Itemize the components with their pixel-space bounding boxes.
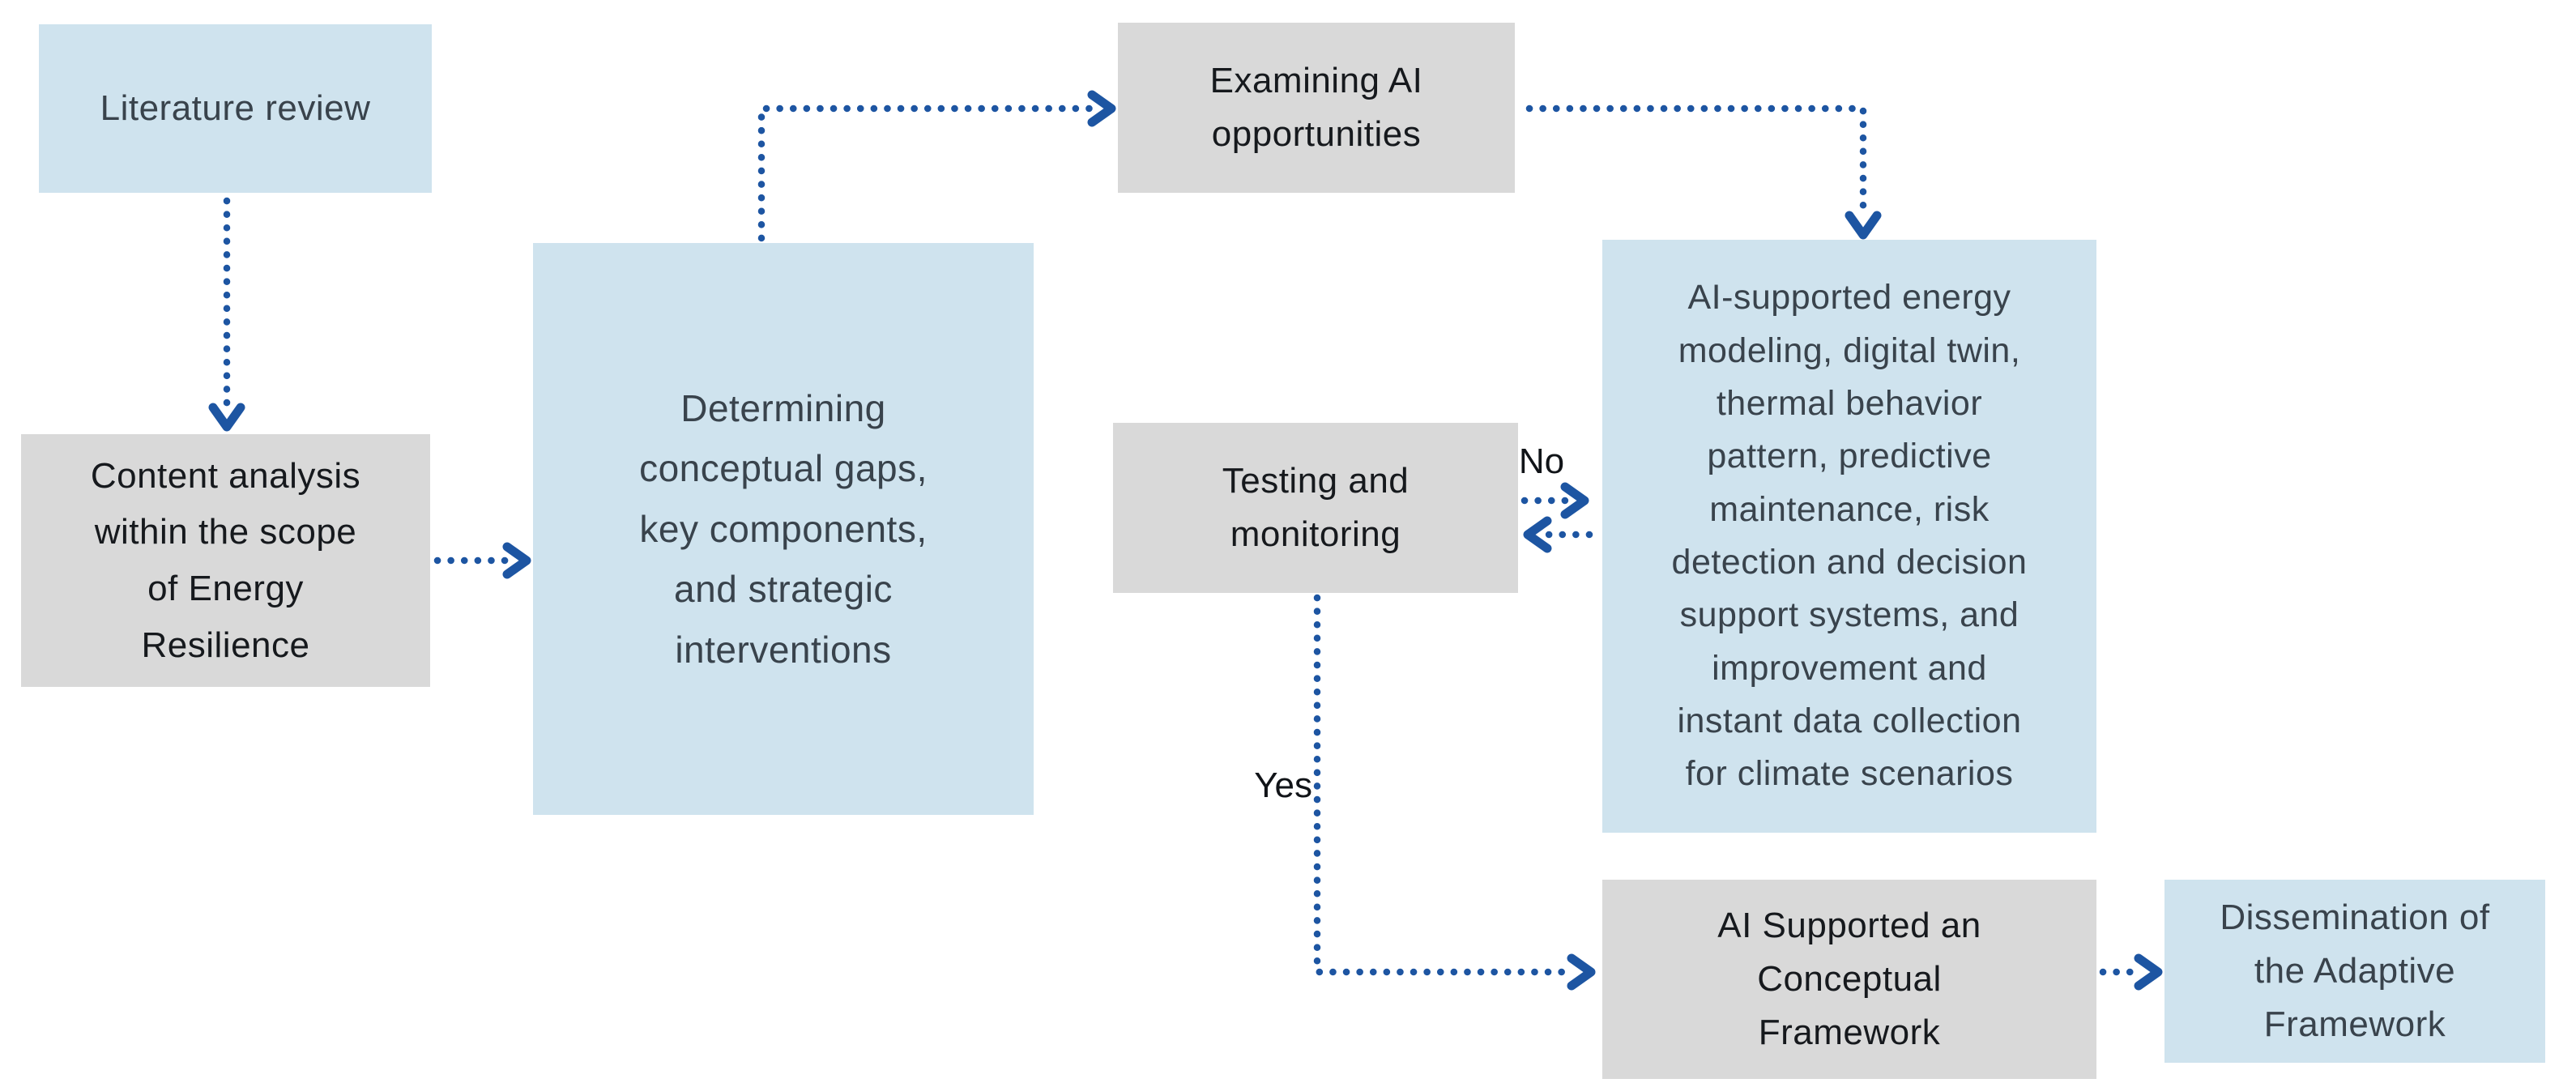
edge-label-yes: Yes [1254,765,1312,805]
node-determining-gaps-label: Determining conceptual gaps, key compone… [639,386,928,671]
arrow-determining-to-examining [757,90,1116,242]
node-ai-conceptual-framework-label: AI Supported an Conceptual Framework [1717,906,1981,1052]
node-ai-supported-systems-label: AI-supported energy modeling, digital tw… [1671,278,2028,794]
arrow-testing-to-ai-supported-no [1520,482,1589,519]
node-literature-review-label: Literature review [100,88,371,128]
arrow-framework-to-dissemination [2099,953,2163,991]
node-determining-gaps: Determining conceptual gaps, key compone… [533,243,1034,815]
node-content-analysis: Content analysis within the scope of Ene… [21,434,430,687]
node-ai-conceptual-framework: AI Supported an Conceptual Framework [1602,880,2096,1079]
node-testing-monitoring: Testing and monitoring [1113,423,1518,593]
node-dissemination-label: Dissemination of the Adaptive Framework [2220,898,2490,1044]
node-literature-review: Literature review [39,24,432,193]
edge-label-no: No [1518,441,1565,481]
node-testing-monitoring-label: Testing and monitoring [1222,461,1410,554]
arrow-testing-to-framework-yes [1313,594,1596,991]
node-dissemination: Dissemination of the Adaptive Framework [2164,880,2545,1063]
node-examining-ai: Examining AI opportunities [1118,23,1515,193]
arrow-content-to-determining [433,542,531,579]
arrow-ai-supported-to-testing-return [1523,516,1593,553]
arrow-examining-to-ai-supported [1525,104,1882,240]
node-ai-supported-systems: AI-supported energy modeling, digital tw… [1602,240,2096,833]
node-examining-ai-label: Examining AI opportunities [1209,61,1423,154]
arrow-literature-to-content [208,197,245,432]
node-content-analysis-label: Content analysis within the scope of Ene… [90,455,361,665]
